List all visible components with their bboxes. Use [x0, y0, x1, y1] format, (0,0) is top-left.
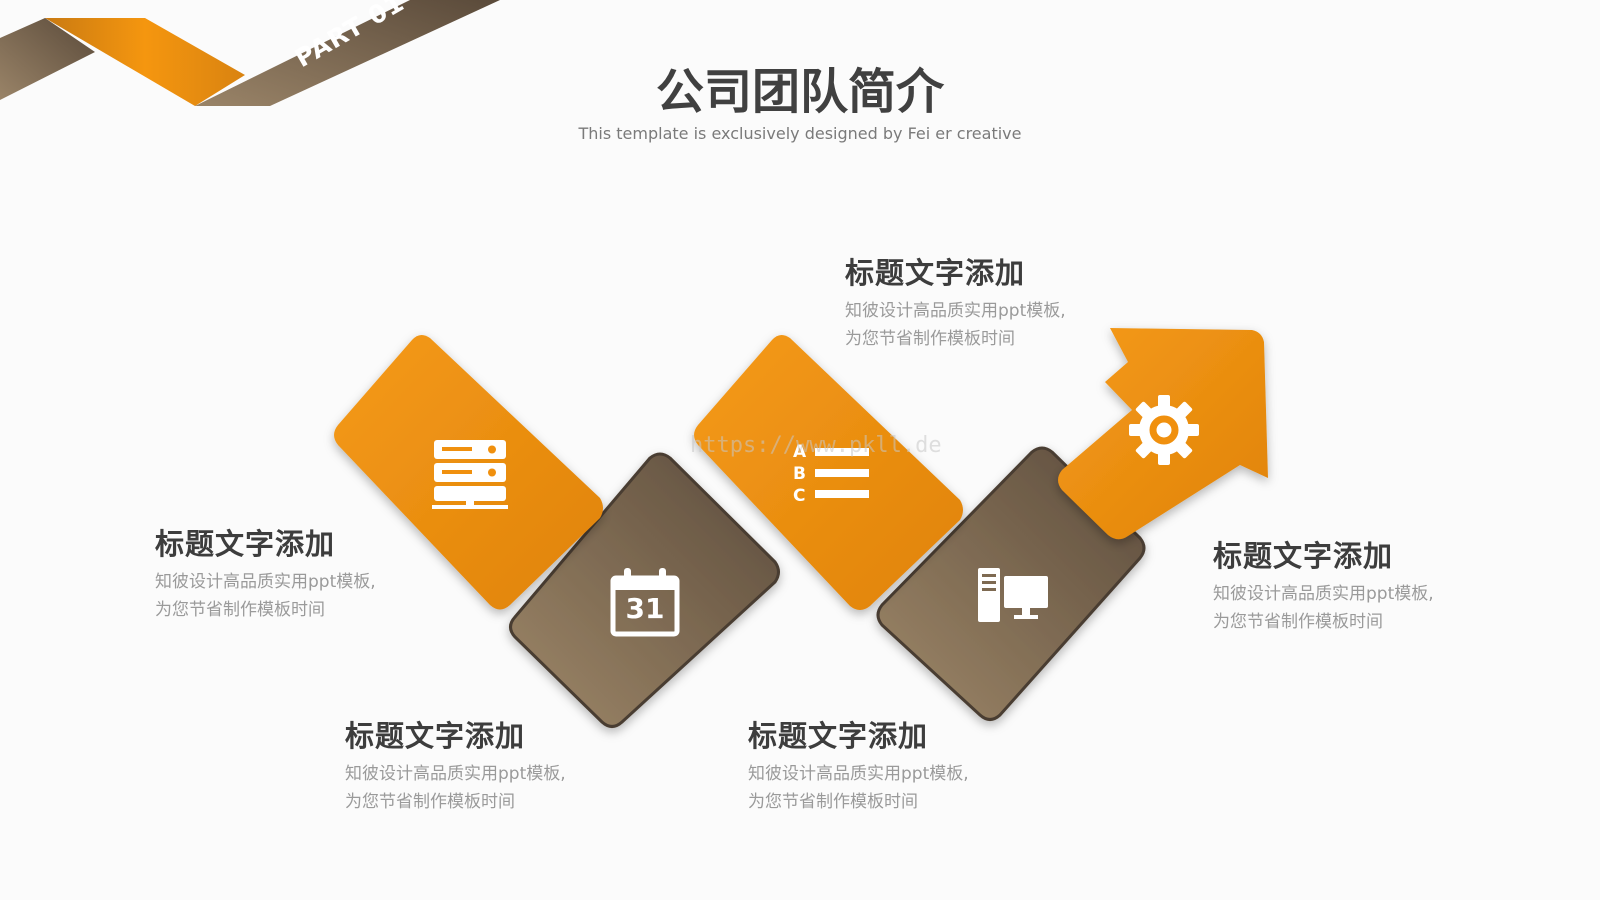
- step-4-text: 标题文字添加 知彼设计高品质实用ppt模板, 为您节省制作模板时间: [748, 718, 969, 816]
- step-3-title: 标题文字添加: [845, 256, 1026, 290]
- step-1-text: 标题文字添加 知彼设计高品质实用ppt模板, 为您节省制作模板时间: [155, 526, 376, 624]
- step-tile-2: [509, 452, 780, 728]
- step-3-desc-line2: 为您节省制作模板时间: [845, 329, 1015, 349]
- step-5-desc-line1: 知彼设计高品质实用ppt模板,: [1213, 584, 1434, 604]
- page-title: 公司团队简介: [655, 64, 944, 120]
- computer-icon: [976, 566, 1050, 626]
- step-3-desc-line1: 知彼设计高品质实用ppt模板,: [845, 301, 1066, 321]
- part-ribbon: PART 01: [0, 0, 520, 120]
- step-1-desc-line1: 知彼设计高品质实用ppt模板,: [155, 572, 376, 592]
- step-4-title: 标题文字添加: [748, 719, 929, 753]
- abc-letter-c: C: [793, 486, 806, 506]
- page-subtitle: This template is exclusively designed by…: [578, 124, 1022, 143]
- step-2-desc-line1: 知彼设计高品质实用ppt模板,: [345, 764, 566, 784]
- server-icon: [432, 438, 508, 514]
- step-1-desc-line2: 为您节省制作模板时间: [155, 600, 325, 620]
- step-4-desc-line2: 为您节省制作模板时间: [748, 792, 918, 812]
- watermark: https://www.pkll.de: [690, 433, 942, 458]
- step-2-title: 标题文字添加: [345, 719, 526, 753]
- calendar-day: 31: [625, 592, 665, 625]
- step-1-title: 标题文字添加: [155, 527, 336, 561]
- step-3-text: 标题文字添加 知彼设计高品质实用ppt模板, 为您节省制作模板时间: [845, 255, 1066, 353]
- calendar-icon: 31: [610, 566, 680, 638]
- abc-letter-b: B: [793, 464, 806, 484]
- step-5-text: 标题文字添加 知彼设计高品质实用ppt模板, 为您节省制作模板时间: [1213, 538, 1434, 636]
- step-2-text: 标题文字添加 知彼设计高品质实用ppt模板, 为您节省制作模板时间: [345, 718, 566, 816]
- gear-icon: [1128, 394, 1200, 466]
- step-5-desc-line2: 为您节省制作模板时间: [1213, 612, 1383, 632]
- step-4-desc-line1: 知彼设计高品质实用ppt模板,: [748, 764, 969, 784]
- abc-letter-a: A: [793, 442, 807, 462]
- step-5-title: 标题文字添加: [1213, 539, 1394, 573]
- abc-list-icon: A B C: [793, 442, 873, 508]
- step-2-desc-line2: 为您节省制作模板时间: [345, 792, 515, 812]
